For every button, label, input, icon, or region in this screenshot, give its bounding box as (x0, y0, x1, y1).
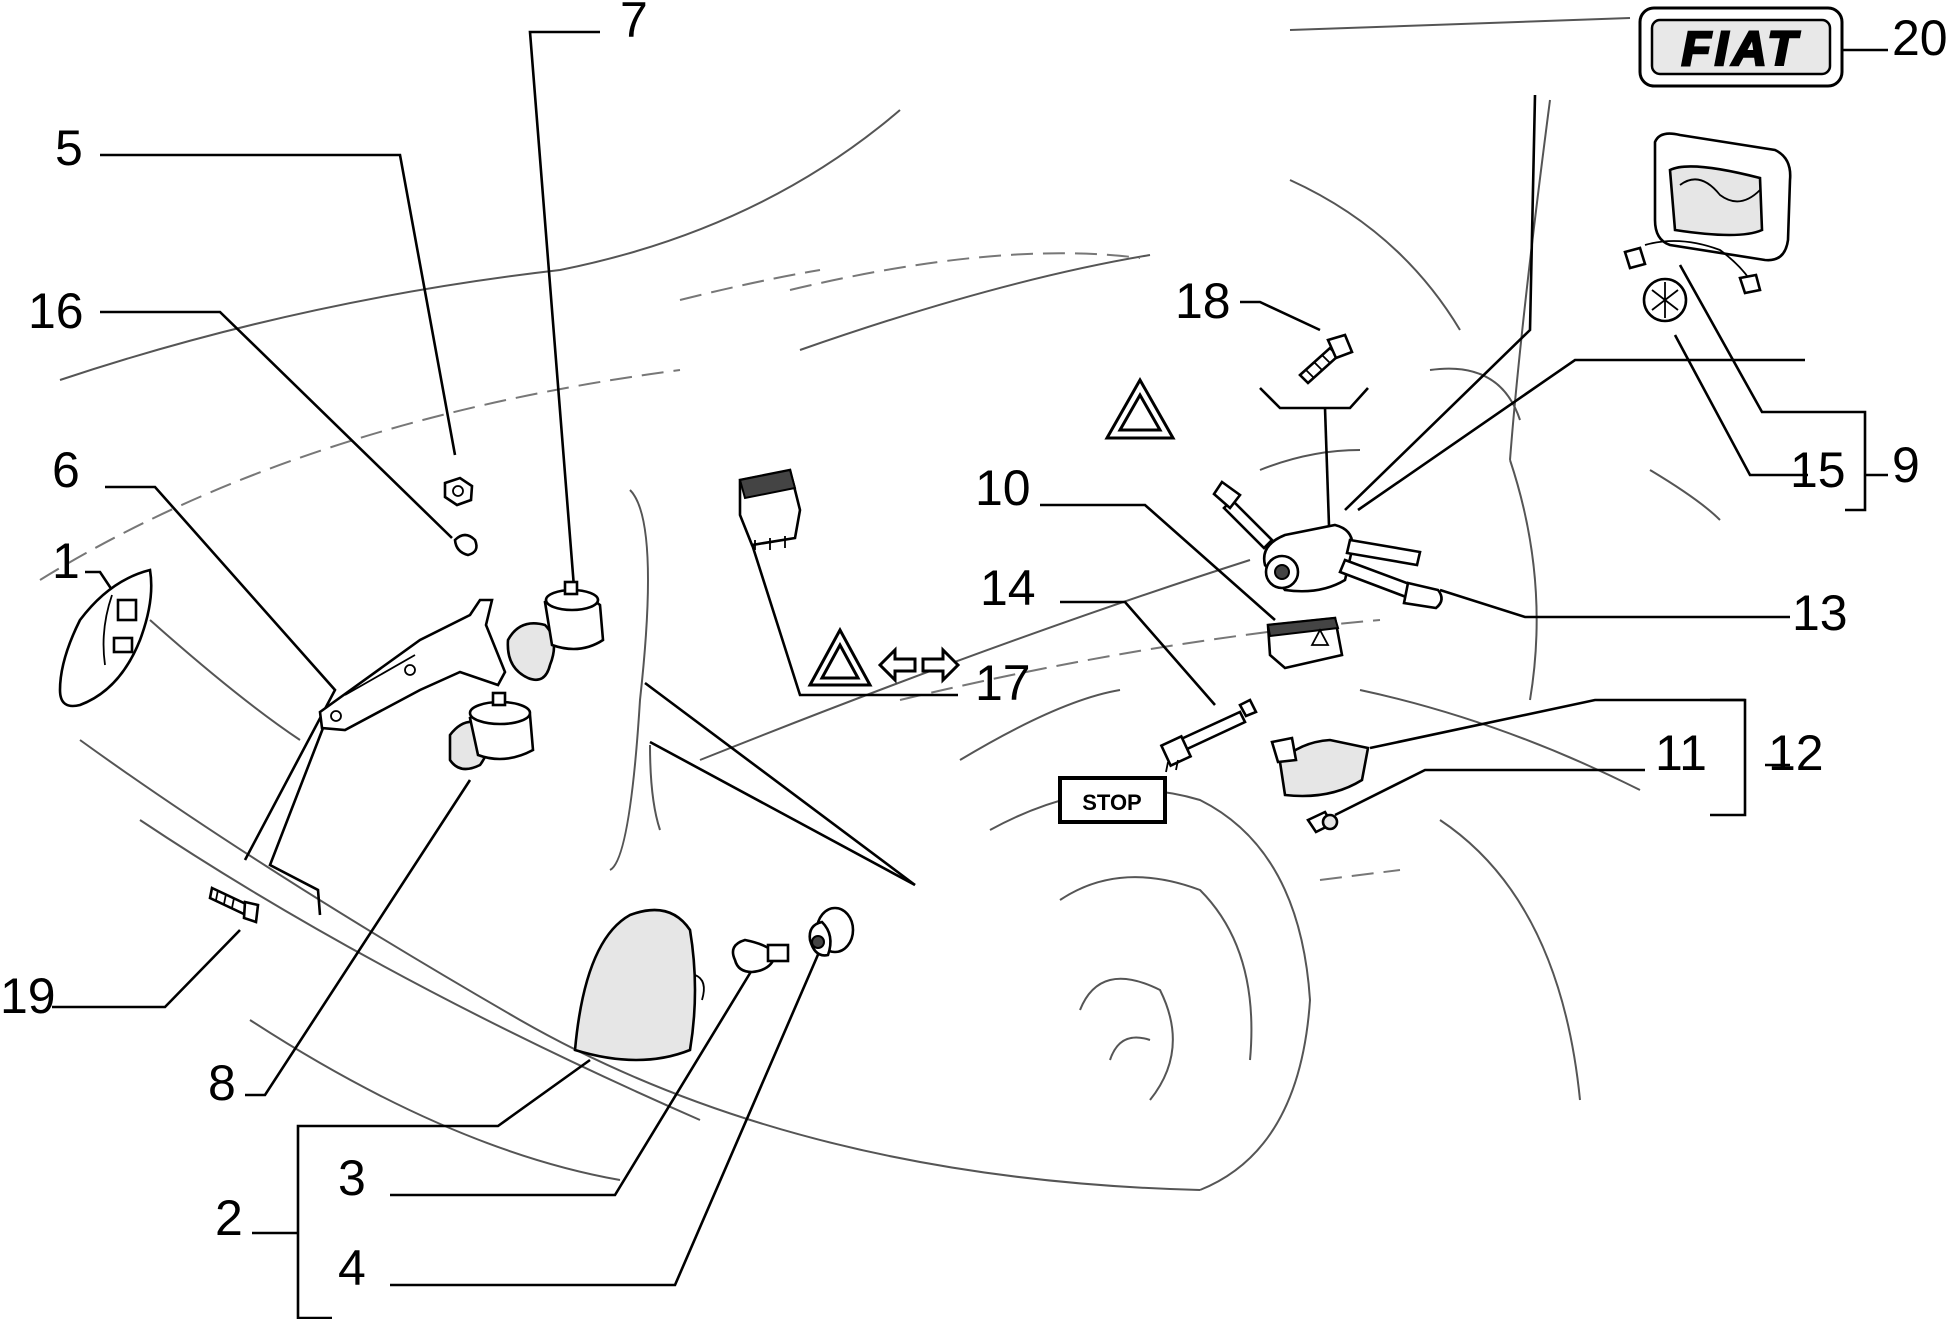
flasher-relay (738, 468, 802, 550)
callout-16: 16 (28, 283, 84, 339)
callout-18: 18 (1175, 273, 1231, 329)
callout-8: 8 (208, 1055, 236, 1111)
callout-14: 14 (980, 560, 1036, 616)
side-repeater-bulb (1306, 810, 1339, 834)
callout-19: 19 (0, 968, 56, 1024)
turn-signal-symbol (807, 626, 961, 687)
lamp-socket (506, 580, 605, 682)
spring-washer (453, 533, 478, 557)
callout-11: 11 (1655, 725, 1707, 781)
side-repeater-housing (58, 568, 153, 708)
indicator-bulb (731, 938, 790, 974)
hazard-triangle-symbol (1104, 376, 1176, 440)
callout-10: 10 (975, 460, 1031, 516)
bulb-holder (808, 906, 855, 957)
fiat-logo-text: FIAT (1681, 23, 1800, 76)
callout-3: 3 (338, 1150, 366, 1206)
number-plate-light (1623, 132, 1792, 295)
callout-2: 2 (215, 1190, 243, 1246)
callout-5: 5 (55, 120, 83, 176)
front-indicator-lens (573, 908, 705, 1062)
callout-6: 6 (52, 442, 80, 498)
callout-7: 7 (620, 0, 648, 48)
callout-4: 4 (338, 1240, 366, 1296)
callout-13: 13 (1792, 585, 1848, 641)
screw (208, 886, 260, 924)
column-screw (1298, 333, 1354, 385)
stop-lamp-switch (1159, 698, 1258, 773)
callout-17: 17 (975, 655, 1031, 711)
car-body-outline (39, 11, 1761, 1191)
nut (443, 476, 474, 507)
side-repeater-lamp (1270, 736, 1370, 798)
grommet (1642, 277, 1688, 323)
socket-with-gasket (448, 691, 535, 771)
stop-badge-text: STOP (1082, 790, 1142, 815)
stop-badge: STOP (1058, 776, 1167, 824)
callout-15: 15 (1790, 442, 1846, 498)
callout-1: 1 (52, 533, 80, 589)
steering-column-switch (1212, 480, 1443, 610)
hazard-switch (1266, 616, 1344, 670)
fiat-logo-badge: FIAT (1638, 6, 1844, 88)
leader-lines (52, 30, 1888, 1319)
callout-12: 12 (1768, 725, 1824, 781)
lamp-bracket (318, 598, 507, 732)
callout-20: 20 (1892, 10, 1948, 66)
callout-9: 9 (1892, 437, 1920, 493)
